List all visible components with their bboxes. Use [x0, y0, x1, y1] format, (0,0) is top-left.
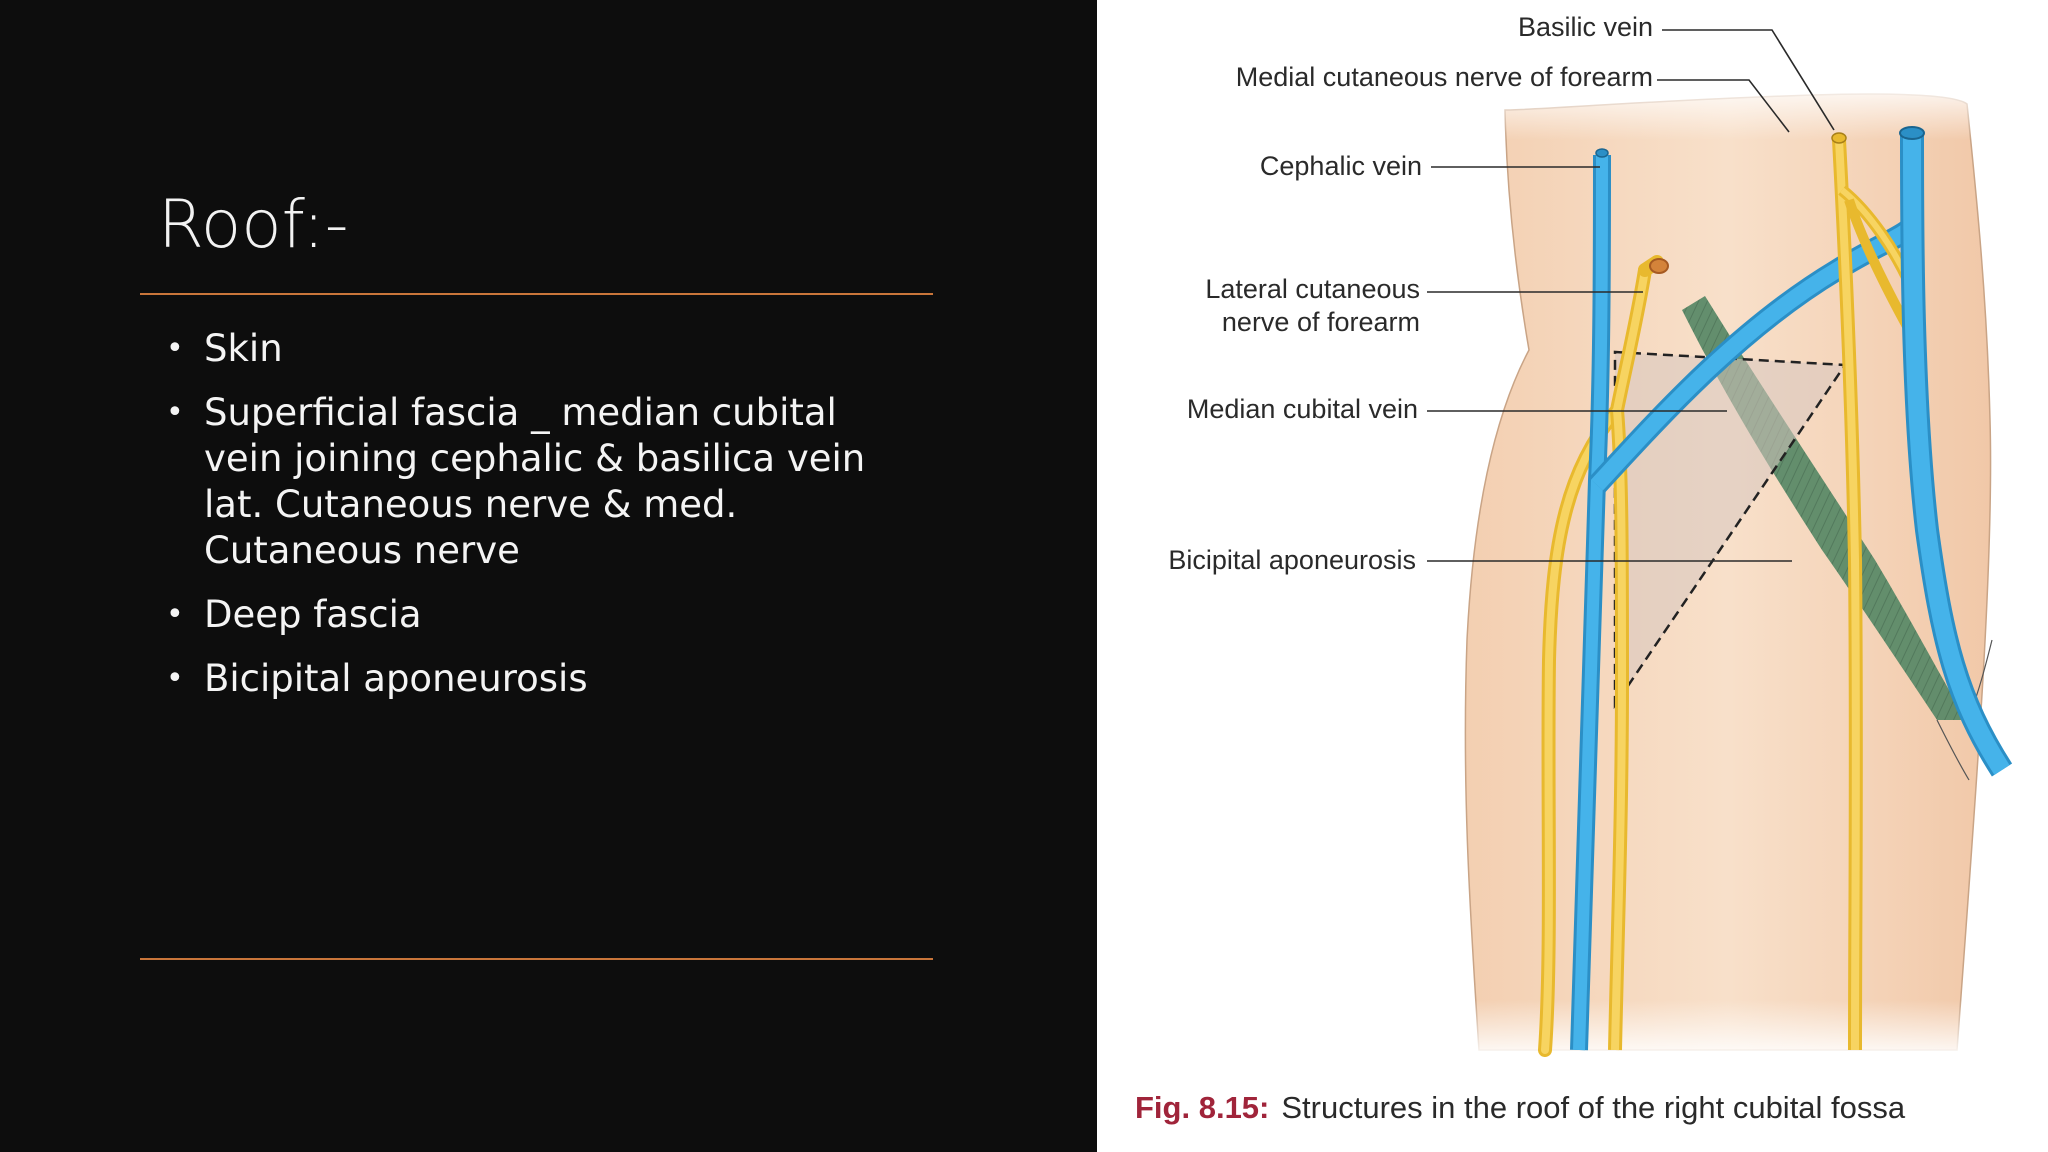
- label-cephalic-vein: Cephalic vein: [1260, 151, 1422, 181]
- figure-caption: Fig. 8.15: Structures in the roof of the …: [1135, 1090, 1905, 1126]
- bullet-dot-icon: •: [166, 661, 184, 696]
- nerve-cut-end: [1649, 258, 1669, 274]
- content-divider-bottom: [140, 958, 933, 960]
- bullet-dot-icon: •: [166, 331, 184, 366]
- label-median-cubital-vein: Median cubital vein: [1187, 394, 1418, 424]
- figure-number: Fig. 8.15:: [1135, 1090, 1270, 1125]
- leader-lines: [1427, 29, 1835, 562]
- bullet-item: • Superficial fascia _ median cubital vei…: [166, 390, 906, 574]
- bullet-text: Bicipital aponeurosis: [204, 657, 588, 700]
- bullet-dot-icon: •: [166, 395, 184, 430]
- bullet-text: Deep fascia: [204, 593, 422, 636]
- label-lateral-cutaneous-line1: Lateral cutaneous: [1205, 274, 1420, 304]
- bullet-item: • Skin: [166, 326, 906, 372]
- bullet-list: • Skin • Superficial fascia _ median cubit…: [166, 326, 906, 720]
- title-divider-top: [140, 293, 933, 295]
- bullet-text: Superficial fascia _ median cubital vein…: [204, 391, 866, 572]
- bullet-item: • Bicipital aponeurosis: [166, 656, 906, 702]
- anatomy-figure-panel: Basilic vein Medial cutaneous nerve of f…: [1097, 0, 2048, 1152]
- figure-caption-text: Structures in the roof of the right cubi…: [1281, 1090, 1906, 1125]
- label-medial-cutaneous-nerve: Medial cutaneous nerve of forearm: [1236, 62, 1653, 92]
- cubital-fossa-illustration: Basilic vein Medial cutaneous nerve of f…: [1168, 12, 2013, 1060]
- bullet-text: Skin: [204, 327, 283, 370]
- slide-text-panel: Roof:- • Skin • Superficial fascia _ media…: [140, 186, 933, 960]
- bullet-item: • Deep fascia: [166, 592, 906, 638]
- label-bicipital-aponeurosis: Bicipital aponeurosis: [1168, 545, 1416, 575]
- bullet-dot-icon: •: [166, 597, 184, 632]
- label-basilic-vein: Basilic vein: [1518, 12, 1653, 42]
- label-lateral-cutaneous-line2: nerve of forearm: [1222, 307, 1420, 337]
- bottom-fade: [1447, 1000, 2007, 1060]
- slide-title: Roof:-: [158, 186, 349, 263]
